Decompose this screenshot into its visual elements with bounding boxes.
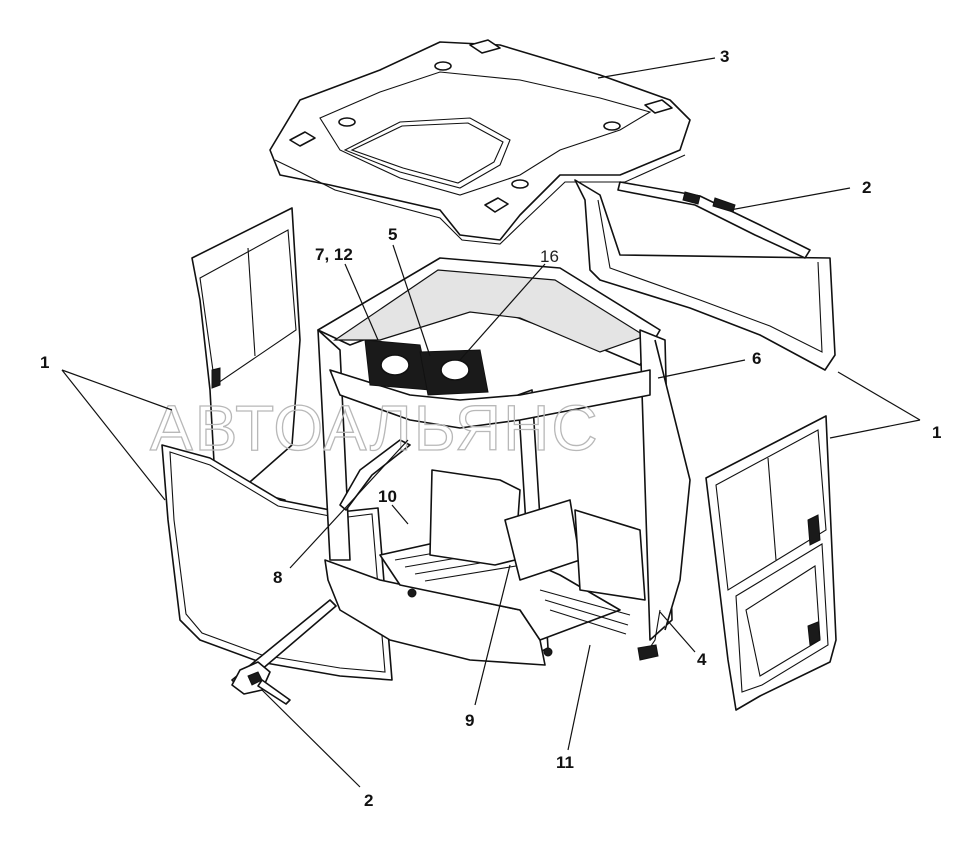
right-door (705, 415, 837, 711)
watermark-text: АВТОАЛЬЯНС (150, 392, 600, 464)
callout-3: 3 (720, 47, 729, 66)
front-windshield (161, 444, 393, 681)
roof-panel (269, 39, 691, 245)
callout-labels: 1 1 2 2 3 4 5 6 7, 12 8 9 10 11 16 (40, 47, 941, 810)
callout-7-12: 7, 12 (315, 245, 353, 264)
rear-glass-panel (574, 179, 836, 371)
front-wiper (231, 599, 337, 705)
leader-lines (61, 57, 921, 788)
rear-wiper (617, 181, 811, 259)
callout-1-right: 1 (932, 423, 941, 442)
callout-10: 10 (378, 487, 397, 506)
callout-2-bottom: 2 (364, 791, 373, 810)
callout-11: 11 (556, 753, 574, 772)
cab-frame (317, 257, 691, 666)
callout-8: 8 (273, 568, 282, 587)
callout-2-top: 2 (862, 178, 871, 197)
callout-6: 6 (752, 349, 761, 368)
callout-9: 9 (465, 711, 474, 730)
callout-5: 5 (388, 225, 397, 244)
callout-16: 16 (540, 247, 559, 266)
callout-1-left: 1 (40, 353, 49, 372)
callout-4: 4 (697, 650, 707, 669)
